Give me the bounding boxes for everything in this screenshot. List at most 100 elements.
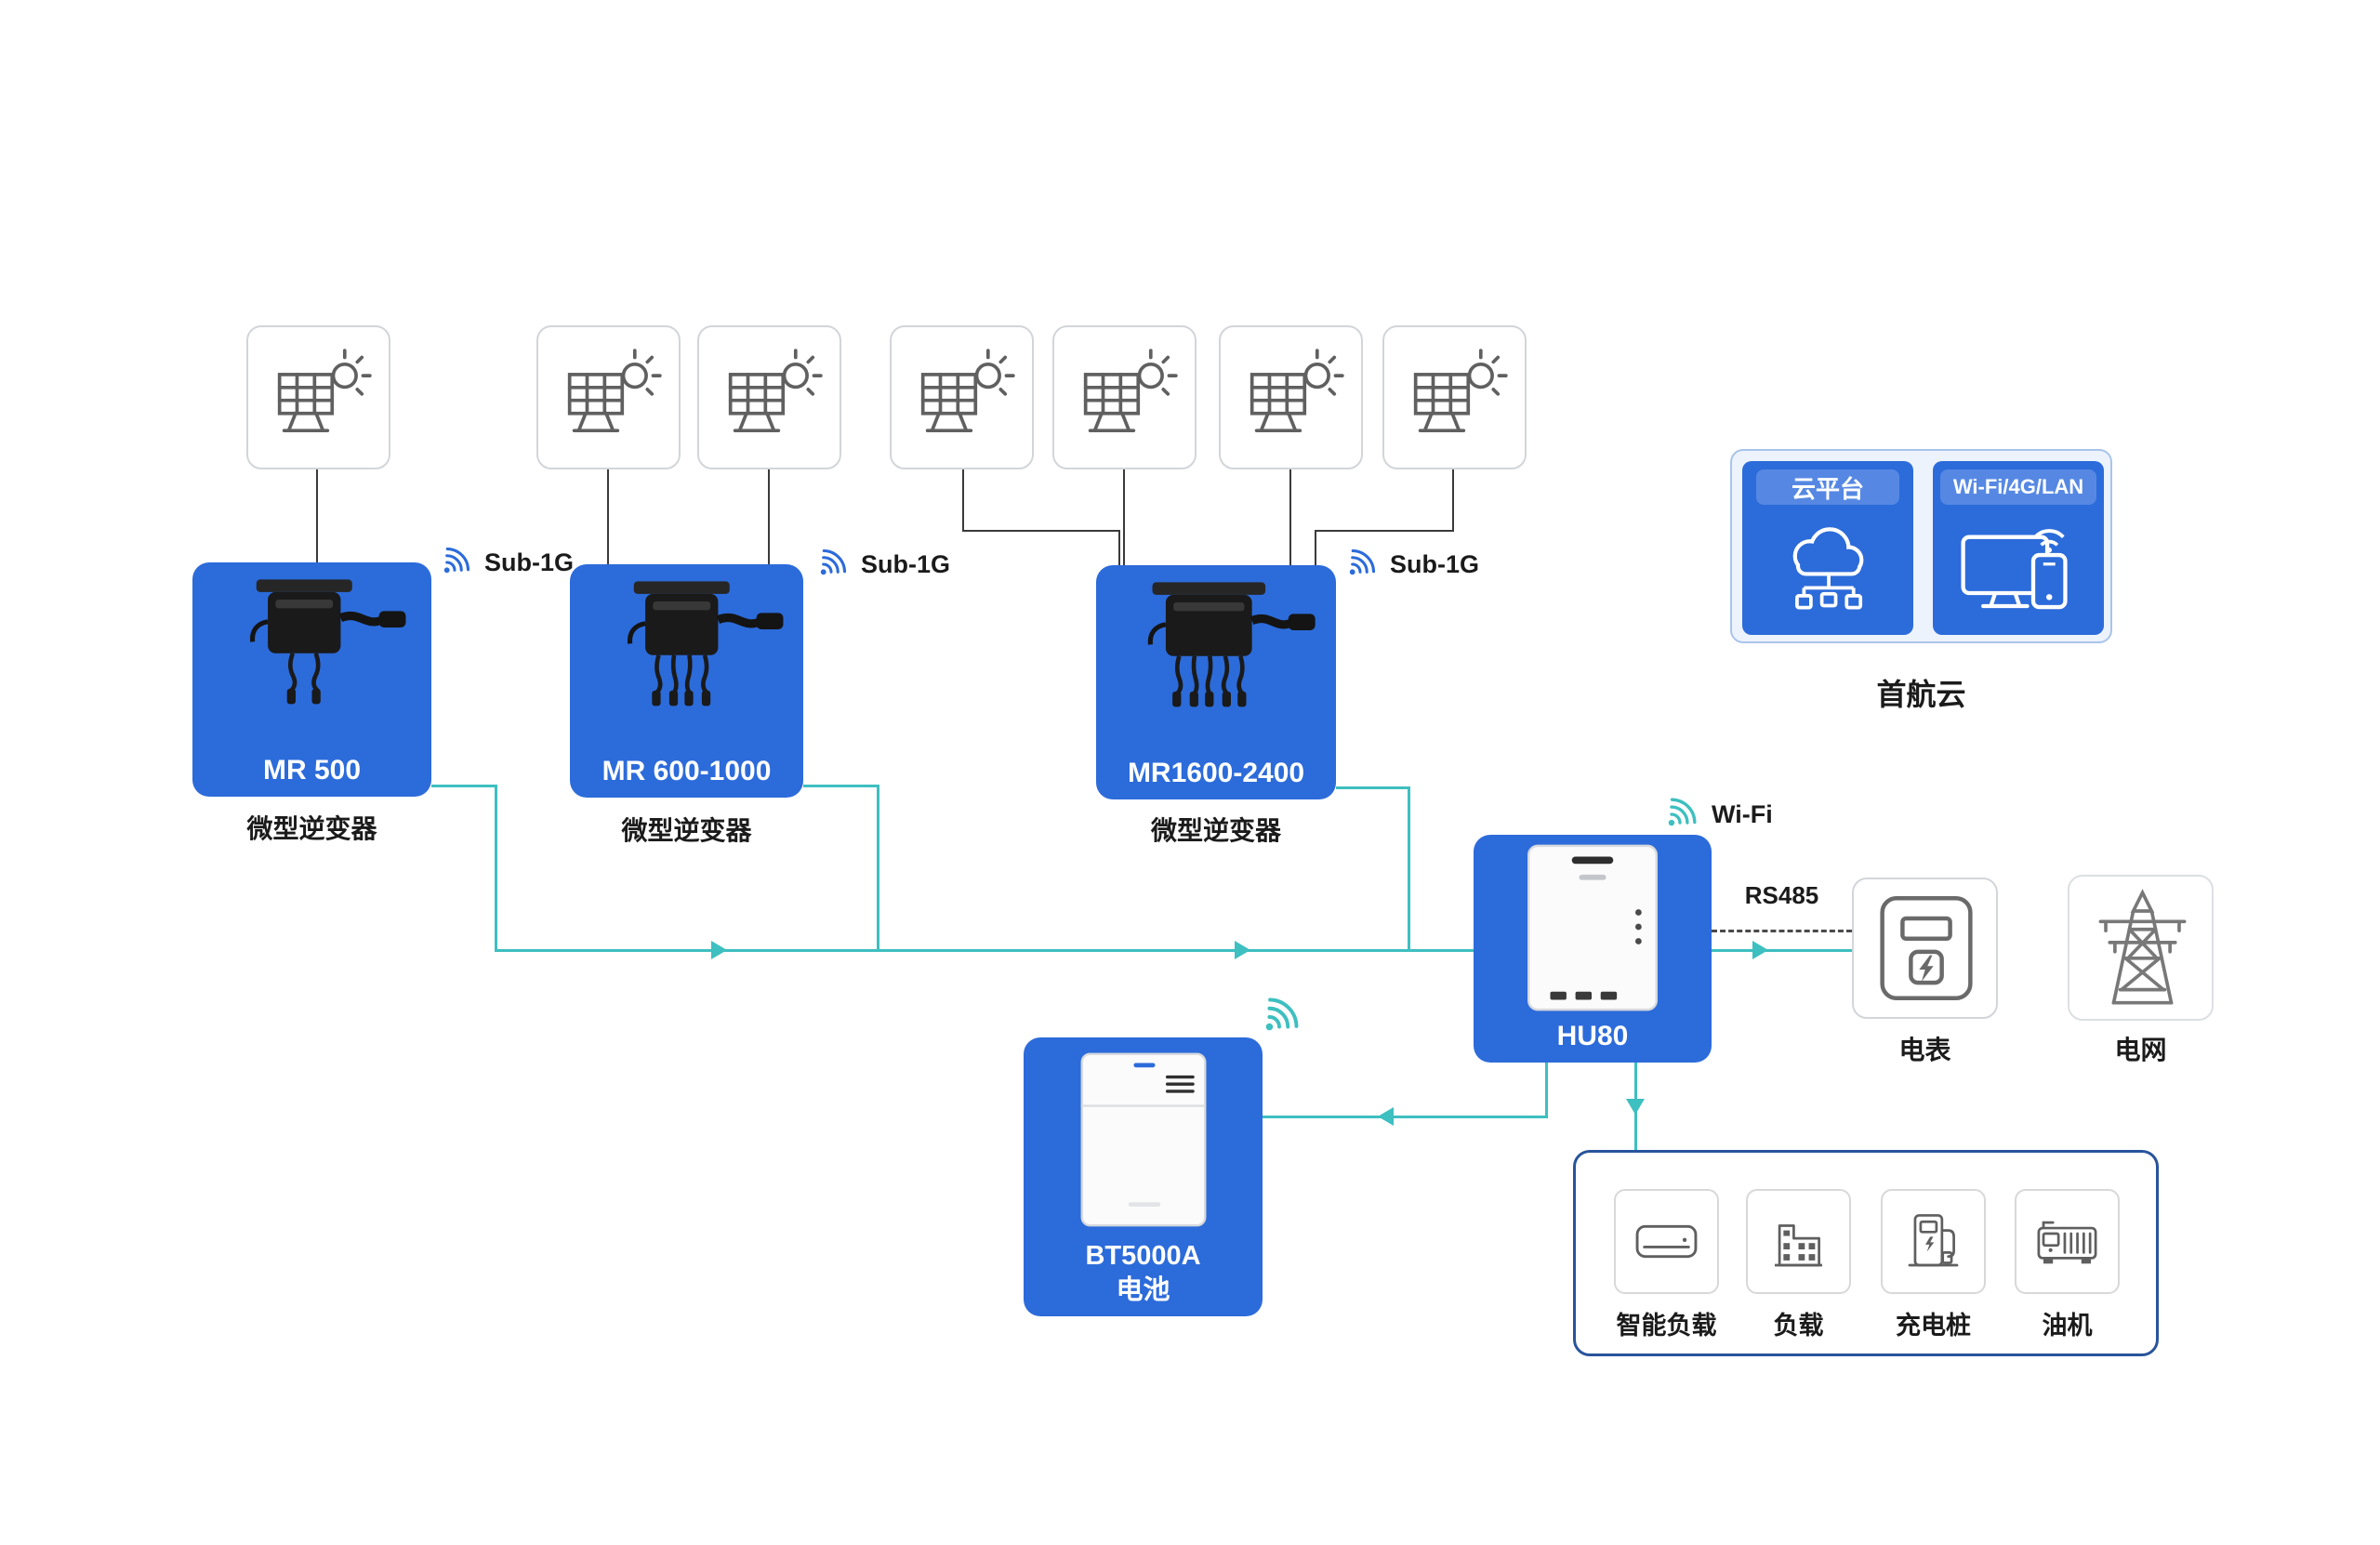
flow-arrow-left: [1378, 1107, 1394, 1126]
wireless-signal-icon: [434, 542, 475, 583]
load-label: 负载: [1773, 1312, 1824, 1340]
pv-module-card-2: [536, 325, 681, 469]
wifi-label: Wi-Fi: [1712, 799, 1773, 828]
generator-label: 油机: [2042, 1312, 2093, 1340]
cloud-panel: 云平台: [1742, 461, 1913, 635]
hub-to-battery-line: [1263, 1116, 1548, 1118]
cloud-name-label: 首航云: [1876, 678, 1966, 711]
solar-panel-icon: [905, 340, 1019, 455]
rs485-dashed-line: [1712, 930, 1852, 932]
cloud-platform-group: 云平台 Wi-Fi/4G/LAN: [1730, 449, 2112, 643]
flow-arrow-right: [711, 941, 727, 959]
pv-module-card-1: [246, 325, 390, 469]
inverter-model-label: MR1600-2400: [1127, 758, 1305, 788]
sub1g-tag: Sub-1G: [434, 542, 574, 583]
sub1g-tag: Sub-1G: [811, 544, 950, 585]
microinverter-image: [198, 566, 426, 724]
smart-load-tile: [1614, 1189, 1719, 1294]
hub-model-label: HU80: [1556, 1021, 1629, 1051]
sub1g-label: Sub-1G: [1390, 549, 1480, 578]
power-grid-tower-icon: [2077, 882, 2208, 1013]
pv-dc-line: [962, 469, 964, 531]
electric-meter-icon: [1867, 889, 1986, 1008]
pv-module-card-3: [697, 325, 841, 469]
solar-panel-icon: [1067, 340, 1182, 455]
solar-panel-icon: [1234, 340, 1348, 455]
ac-line-mr600: [803, 785, 879, 787]
generator-icon: [2028, 1202, 2107, 1281]
cloud-platform-label: 云平台: [1756, 469, 1899, 505]
inverter-card-mr1600-2400: MR1600-2400: [1096, 565, 1336, 799]
solar-panel-icon: [261, 340, 376, 455]
pv-module-card-4: [890, 325, 1034, 469]
pv-dc-line: [1315, 530, 1454, 532]
flow-arrow-down: [1626, 1099, 1645, 1115]
microinverter-image: [575, 568, 803, 726]
ac-line-mr1600: [1408, 786, 1410, 952]
pv-dc-line: [1118, 530, 1120, 566]
pv-dc-line: [1452, 469, 1454, 531]
sub1g-label: Sub-1G: [861, 549, 951, 578]
wireless-signal-icon: [1340, 544, 1381, 585]
wireless-signal-icon: [811, 544, 852, 585]
wifi-icon: [1253, 991, 1305, 1043]
connectivity-panel: Wi-Fi/4G/LAN: [1933, 461, 2104, 635]
connectivity-label: Wi-Fi/4G/LAN: [1940, 469, 2096, 505]
hub-to-meter-line: [1712, 949, 1852, 952]
ev-charger-label: 充电桩: [1896, 1312, 1971, 1340]
ev-charger-icon: [1894, 1202, 1973, 1281]
hub-card-hu80: HU80: [1474, 835, 1712, 1063]
pv-dc-line: [1123, 469, 1125, 566]
pv-dc-line: [607, 469, 609, 565]
flow-arrow-right: [1235, 941, 1250, 959]
ev-charger-tile: [1881, 1189, 1986, 1294]
load-tile: [1746, 1189, 1851, 1294]
inverter-model-label: MR 500: [262, 755, 362, 786]
grid-label: 电网: [2114, 1036, 2167, 1064]
generator-tile: [2015, 1189, 2120, 1294]
meter-label: 电表: [1898, 1036, 1951, 1064]
wifi-icon: [1658, 792, 1702, 837]
ac-line-mr600: [877, 785, 879, 952]
inverter-card-mr600-1000: MR 600-1000: [570, 564, 803, 798]
cloud-network-icon: [1768, 511, 1887, 625]
pv-dc-line: [316, 469, 318, 563]
battery-wifi-tag: [1253, 991, 1305, 1043]
inverter-type-label: 微型逆变器: [621, 816, 752, 845]
rs485-label: RS485: [1744, 881, 1819, 909]
solar-panel-icon: [1397, 340, 1512, 455]
meter-card: [1852, 878, 1998, 1019]
inverter-type-label: 微型逆变器: [1150, 816, 1281, 845]
solar-panel-icon: [712, 340, 826, 455]
microinverter-image: [1102, 569, 1329, 727]
pv-module-card-5: [1052, 325, 1197, 469]
ac-bus-line: [495, 949, 1474, 952]
inverter-card-mr500: MR 500: [192, 562, 431, 797]
battery-model-label: BT5000A: [1085, 1241, 1201, 1271]
battery-device-image: [1076, 1050, 1211, 1229]
inverter-model-label: MR 600-1000: [602, 756, 772, 786]
ac-line-mr1600: [1336, 786, 1410, 789]
ac-line-mr500: [495, 785, 497, 952]
pv-dc-line: [1315, 530, 1316, 566]
hub-to-battery-line: [1545, 1063, 1548, 1118]
pv-dc-line: [962, 530, 1120, 532]
pv-dc-line: [768, 469, 770, 565]
smart-load-label: 智能负载: [1616, 1312, 1717, 1340]
smart-load-icon: [1627, 1202, 1706, 1281]
wifi-tag: Wi-Fi: [1658, 792, 1773, 837]
solar-panel-icon: [551, 340, 666, 455]
pv-module-card-6: [1219, 325, 1363, 469]
inverter-type-label: 微型逆变器: [246, 814, 377, 843]
hu80-device-image: [1525, 842, 1660, 1013]
battery-type-label: 电池: [1116, 1275, 1170, 1305]
building-load-icon: [1759, 1202, 1838, 1281]
pv-module-card-7: [1382, 325, 1527, 469]
monitor-phone-icon: [1955, 515, 2085, 619]
grid-card: [2068, 875, 2214, 1021]
sub1g-tag: Sub-1G: [1340, 544, 1479, 585]
battery-card-bt5000a: BT5000A 电池: [1024, 1037, 1263, 1316]
sub1g-label: Sub-1G: [484, 548, 575, 576]
ac-line-mr500: [431, 785, 497, 787]
